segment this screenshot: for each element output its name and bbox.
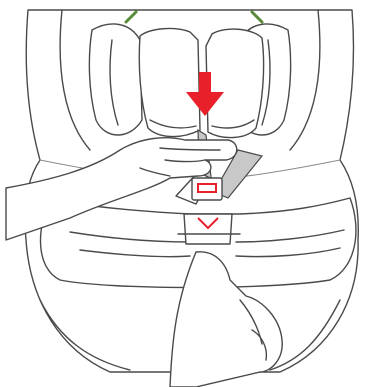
buckle-tongue — [192, 178, 222, 200]
crotch-buckle — [178, 214, 240, 244]
